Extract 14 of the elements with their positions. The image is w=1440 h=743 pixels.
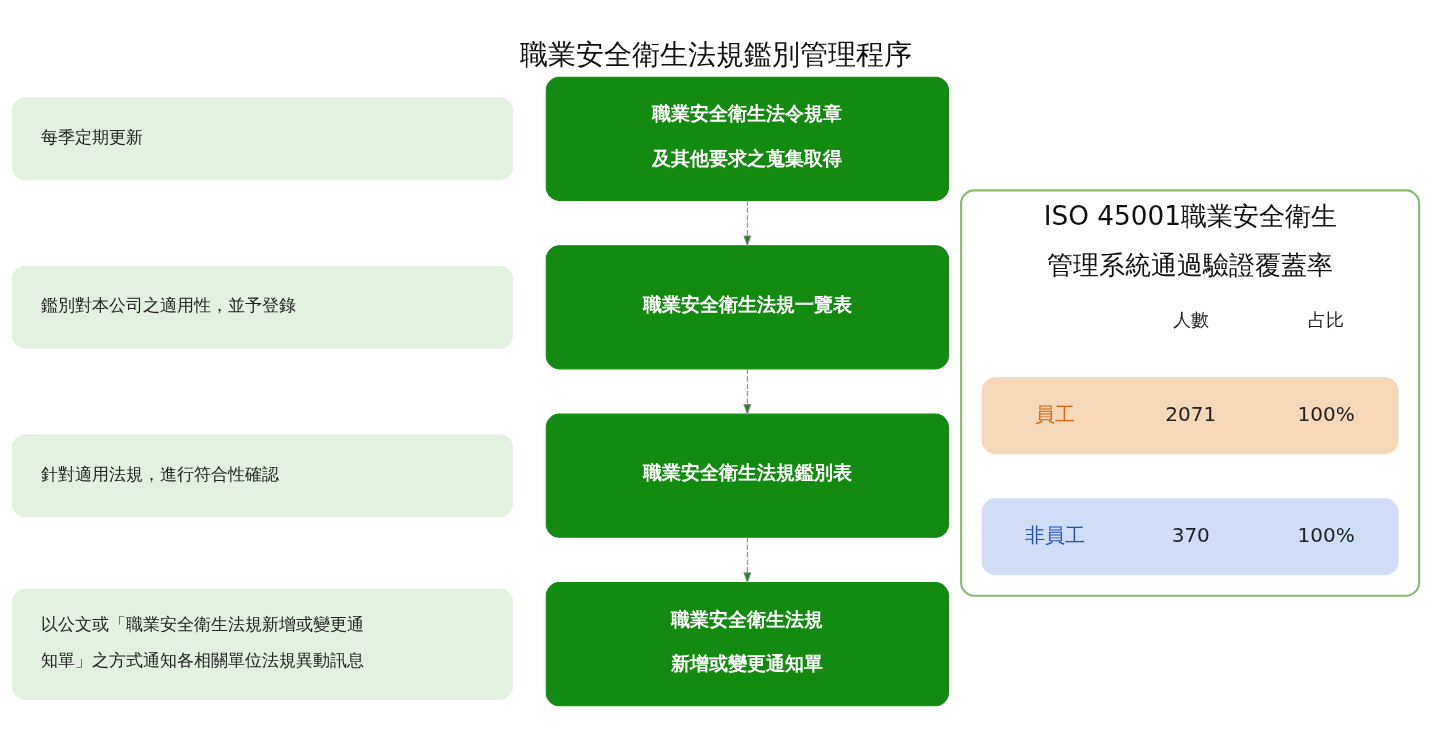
arrow [743,368,752,416]
node-box: 職業安全衛生法令規章及其他要求之蒐集取得 [545,76,949,201]
diagram-title: 職業安全衛生法規鑑別管理程序 [520,38,913,72]
node-box: 員工 2071 100% [981,377,1399,455]
node-box: 每季定期更新 [11,97,514,181]
node-box: 職業安全衛生法規鑑別表 [545,413,949,538]
node-box: 職業安全衛生法規新增或變更通知單 [545,582,949,707]
arrow [743,199,752,247]
node-box: 鑑別對本公司之適用性，並予登錄 [11,265,514,349]
node-box: 非員工 370 100% [981,498,1399,576]
arrow [743,536,752,584]
node-box: 職業安全衛生法規一覽表 [545,245,949,370]
node-box: 針對適用法規，進行符合性確認 [11,434,514,518]
node-box: 以公文或「職業安全衛生法規新增或變更通知單」之方式通知各相關單位法規異動訊息 [11,588,514,700]
